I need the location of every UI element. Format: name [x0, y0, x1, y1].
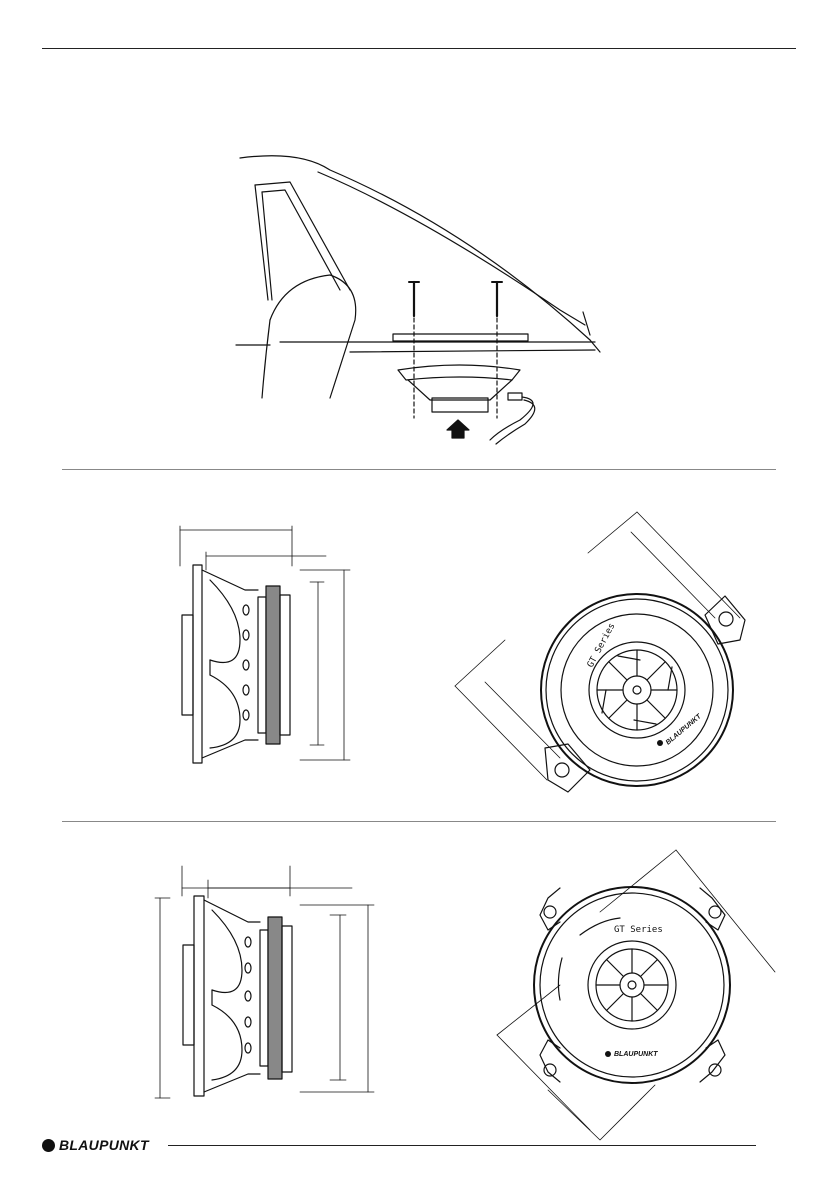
logo-label-1: BLAUPUNKT: [665, 713, 703, 747]
series-label-2: GT Series: [614, 925, 663, 935]
speaker-side-profile-1: [180, 526, 350, 763]
installation-diagram: [236, 156, 600, 444]
brand-dot-icon: [42, 1139, 55, 1152]
series-label-1: GT Series: [586, 622, 618, 670]
logo-label-2: BLAUPUNKT: [614, 1051, 658, 1058]
brand-wordmark: BLAUPUNKT: [59, 1137, 149, 1153]
speaker-front-view-2: [497, 850, 775, 1140]
brand-logo: BLAUPUNKT: [42, 1137, 149, 1153]
speaker-side-profile-2: [155, 866, 374, 1098]
